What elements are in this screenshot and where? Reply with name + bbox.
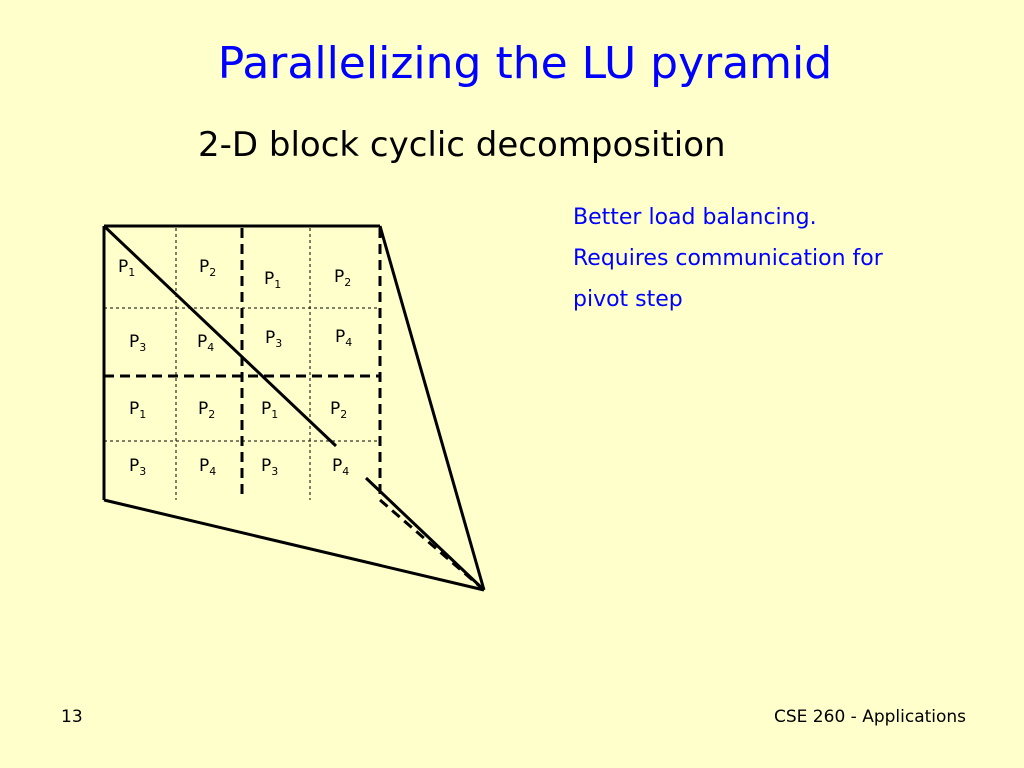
notes-text: Better load balancing. Requires communic…	[573, 197, 883, 320]
cell-label-r4-c2: P4	[199, 456, 216, 478]
cell-label-r1-c4: P2	[334, 267, 351, 289]
cell-label-r1-c1: P1	[118, 257, 135, 279]
cell-label-r2-c4: P4	[335, 327, 352, 349]
cell-label-r1-c3: P1	[264, 269, 281, 291]
cell-label-r3-c1: P1	[129, 399, 146, 421]
slide-number: 13	[61, 707, 83, 727]
note-line-2: Requires communication for	[573, 246, 883, 271]
cell-label-r4-c1: P3	[129, 456, 146, 478]
slide-subtitle: 2-D block cyclic decomposition	[198, 125, 726, 165]
cell-label-r1-c2: P2	[199, 257, 216, 279]
cell-label-r4-c4: P4	[332, 456, 349, 478]
cell-label-r2-c3: P3	[265, 328, 282, 350]
cell-label-r3-c4: P2	[330, 399, 347, 421]
pyramid-right-edge	[378, 225, 486, 591]
pivot-diagonal-upper	[102, 224, 338, 448]
cell-label-r2-c1: P3	[129, 332, 146, 354]
pivot-diagonal-lower	[364, 476, 486, 592]
cell-label-r4-c3: P3	[261, 456, 278, 478]
note-line-1: Better load balancing.	[573, 205, 817, 230]
footer-course-label: CSE 260 - Applications	[774, 707, 967, 727]
cell-label-r3-c2: P2	[198, 399, 215, 421]
note-line-3: pivot step	[573, 287, 683, 312]
cell-label-r2-c2: P4	[197, 332, 214, 354]
cell-label-r3-c3: P1	[261, 399, 278, 421]
slide-title: Parallelizing the LU pyramid	[217, 38, 833, 89]
pyramid-bottom-edge	[103, 498, 485, 592]
